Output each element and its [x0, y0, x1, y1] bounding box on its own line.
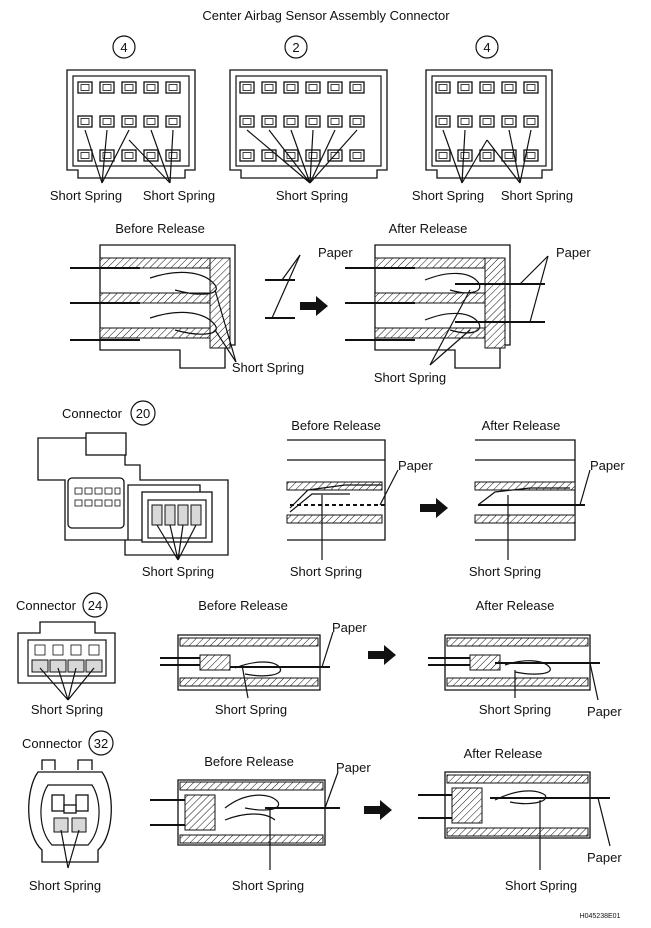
release-arrow-icon [368, 645, 396, 665]
connector-left-face [66, 69, 196, 184]
paper-label: Paper [590, 458, 625, 473]
short-spring-label: Short Spring [412, 188, 484, 203]
connector-badge-middle: 2 [284, 35, 308, 59]
short-spring-label: Short Spring [276, 188, 348, 203]
section-after-release-1 [345, 244, 549, 369]
paper-label: Paper [398, 458, 433, 473]
after-release-label: After Release [464, 746, 543, 761]
short-spring-label: Short Spring [232, 878, 304, 893]
connector-24-face [17, 621, 116, 701]
before-release-label: Before Release [291, 418, 381, 433]
release-arrow-icon [364, 800, 392, 820]
short-spring-label: Short Spring [374, 370, 446, 385]
section-after-release-20 [474, 439, 591, 560]
after-release-label: After Release [482, 418, 561, 433]
release-arrow-icon [300, 296, 328, 316]
connector-right-face [425, 69, 553, 184]
connector-24-label: Connector [16, 598, 77, 613]
section-after-release-24 [428, 634, 600, 701]
connector-badge-right: 4 [475, 35, 499, 59]
connector-20-label: Connector [62, 406, 123, 421]
section-before-release-24 [160, 631, 334, 699]
before-release-label: Before Release [204, 754, 294, 769]
figure-id: H045238E01 [580, 913, 621, 920]
paper-label: Paper [318, 245, 353, 260]
after-release-label: After Release [476, 598, 555, 613]
section-before-release-32 [150, 771, 340, 870]
paper-label: Paper [587, 704, 622, 719]
connector-badge-left: 4 [112, 35, 136, 59]
connector-badge-24: 24 [82, 592, 108, 618]
svg-text:24: 24 [88, 598, 102, 613]
connector-32-label: Connector [22, 736, 83, 751]
svg-text:32: 32 [94, 736, 108, 751]
short-spring-label: Short Spring [505, 878, 577, 893]
connector-badge-32: 32 [88, 730, 114, 756]
connector-badge-20: 20 [130, 400, 156, 426]
before-release-label: Before Release [198, 598, 288, 613]
short-spring-label: Short Spring [29, 878, 101, 893]
connector-32-face [28, 759, 112, 869]
after-release-label: After Release [389, 221, 468, 236]
paper-label: Paper [332, 620, 367, 635]
short-spring-label: Short Spring [479, 702, 551, 717]
release-arrow-icon [420, 498, 448, 518]
paper-label: Paper [556, 245, 591, 260]
short-spring-label: Short Spring [142, 564, 214, 579]
svg-text:4: 4 [483, 40, 490, 55]
paper-label: Paper [587, 850, 622, 865]
section-before-release-1 [70, 244, 301, 369]
connector-20-face [37, 432, 229, 561]
short-spring-label: Short Spring [50, 188, 122, 203]
svg-text:20: 20 [136, 406, 150, 421]
short-spring-label: Short Spring [215, 702, 287, 717]
short-spring-label: Short Spring [290, 564, 362, 579]
short-spring-label: Short Spring [469, 564, 541, 579]
section-before-release-20 [286, 439, 399, 560]
before-release-label: Before Release [115, 221, 205, 236]
svg-text:2: 2 [292, 40, 299, 55]
short-spring-label: Short Spring [501, 188, 573, 203]
diagram-title: Center Airbag Sensor Assembly Connector [202, 8, 450, 23]
short-spring-label: Short Spring [31, 702, 103, 717]
short-spring-label: Short Spring [232, 360, 304, 375]
short-spring-label: Short Spring [143, 188, 215, 203]
paper-label: Paper [336, 760, 371, 775]
svg-text:4: 4 [120, 40, 127, 55]
connector-middle-face [229, 69, 388, 184]
section-after-release-32 [418, 771, 611, 870]
